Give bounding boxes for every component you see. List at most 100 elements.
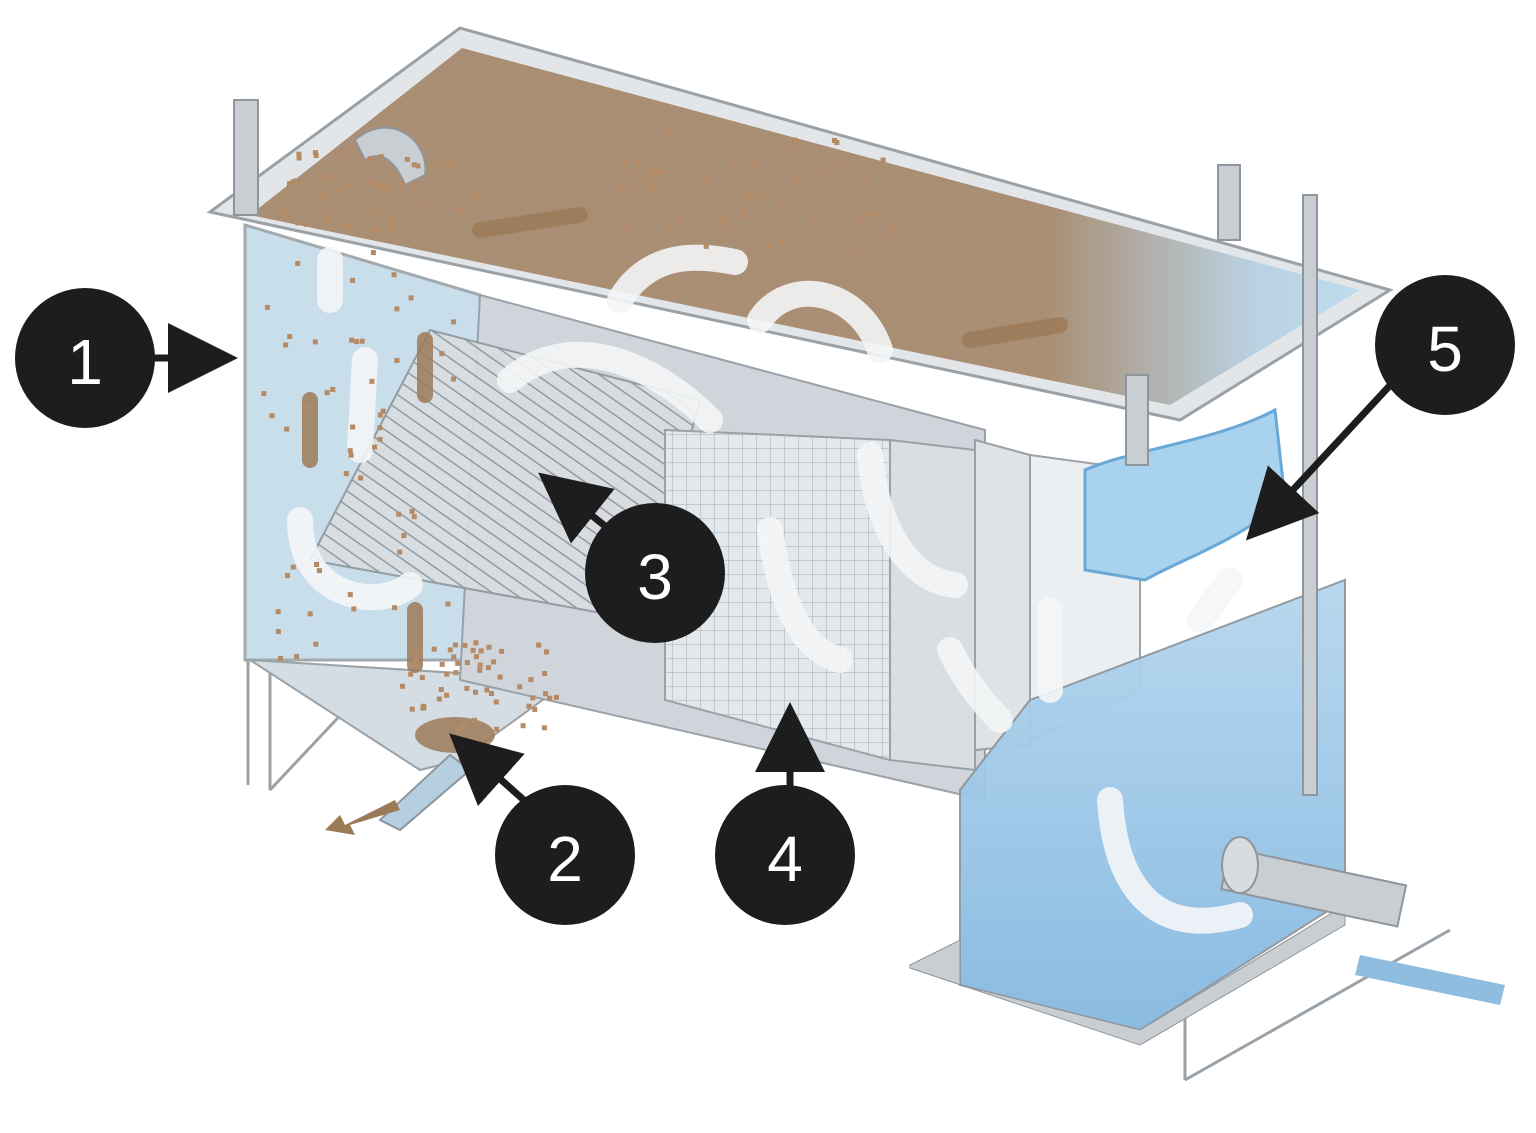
sediment-particle <box>517 684 523 690</box>
sediment-particle <box>520 723 526 729</box>
sediment-particle <box>316 202 322 208</box>
sediment-particle <box>303 405 308 411</box>
sediment-particle <box>347 224 353 230</box>
sediment-particle <box>485 665 491 671</box>
sediment-particle <box>890 225 896 231</box>
sediment-particle <box>448 161 454 167</box>
sediment-particle <box>287 181 292 187</box>
sediment-particle <box>654 169 660 175</box>
sediment-particle <box>862 179 868 185</box>
sediment-particle <box>333 178 339 184</box>
callout-5: 5 <box>1375 275 1515 415</box>
sediment-particle <box>367 180 373 186</box>
sediment-particle <box>748 233 754 239</box>
sediment-particle <box>349 337 355 343</box>
sediment-particle <box>368 156 374 161</box>
sediment-particle <box>335 189 341 195</box>
sediment-particle <box>667 225 673 231</box>
sediment-particle <box>477 667 483 673</box>
sediment-particle <box>324 390 330 396</box>
vent-pipes <box>233 99 1318 796</box>
sediment-particle <box>553 694 559 700</box>
sediment-particle <box>780 200 786 206</box>
sediment-particle <box>460 723 466 728</box>
sediment-particle <box>413 652 419 658</box>
sediment-particle <box>377 437 383 442</box>
sediment-particle <box>451 376 456 382</box>
sediment-particle <box>444 671 450 677</box>
sediment-particle <box>748 192 754 197</box>
sediment-particle <box>295 261 301 266</box>
sediment-particle <box>750 160 756 166</box>
sediment-particle <box>477 662 483 668</box>
sediment-particle <box>317 174 323 180</box>
sediment-particle <box>285 573 290 579</box>
sediment-particle <box>438 687 444 692</box>
sediment-particle <box>350 277 356 283</box>
sediment-particle <box>536 642 542 648</box>
sediment-particle <box>438 160 444 166</box>
sediment-particle <box>740 214 746 220</box>
sediment-particle <box>452 642 458 648</box>
sediment-particle <box>369 378 375 384</box>
sediment-particle <box>889 234 894 240</box>
flow-arrows <box>287 244 1253 934</box>
sediment-particle <box>544 649 549 655</box>
sediment-particle <box>628 189 634 195</box>
sediment-particle <box>623 159 629 165</box>
sediment-particle <box>731 164 737 170</box>
sediment-particle <box>370 250 376 256</box>
callout-1: 1 <box>15 288 155 428</box>
sediment-particle <box>470 647 476 653</box>
sediment-particle <box>473 640 479 646</box>
sediment-particle <box>645 183 651 189</box>
callout-2: 2 <box>495 785 635 925</box>
sediment-particle <box>453 670 459 676</box>
sediment-particle <box>370 209 376 215</box>
sediment-particle <box>294 654 300 659</box>
sediment-particle <box>834 140 840 145</box>
sediment-particle <box>478 648 484 654</box>
sediment-particle <box>358 475 364 481</box>
sediment-particle <box>326 209 332 215</box>
sediment-particle <box>644 166 650 172</box>
sediment-particle <box>624 224 630 230</box>
sediment-particle <box>532 706 538 712</box>
sediment-particle <box>720 218 726 224</box>
sediment-particle <box>444 692 450 698</box>
sediment-particle <box>307 611 313 617</box>
sludge-outflow-arrow <box>325 800 400 835</box>
sediment-particle <box>451 319 457 325</box>
sediment-particle <box>838 160 844 166</box>
sediment-particle <box>486 644 492 650</box>
sediment-particle <box>380 408 386 414</box>
sediment-particle <box>397 549 403 555</box>
sediment-particle <box>330 387 336 392</box>
sediment-particle <box>375 183 381 189</box>
sediment-particle <box>354 339 360 345</box>
sediment-particle <box>347 592 353 598</box>
sediment-particle <box>290 564 296 570</box>
water-surface <box>250 48 1360 405</box>
sediment-particle <box>464 660 470 666</box>
sediment-particle <box>377 412 383 418</box>
sediment-particle <box>326 173 332 179</box>
sediment-particle <box>277 656 283 661</box>
sediment-particle <box>343 471 349 477</box>
sediment-particle <box>359 338 365 344</box>
sediment-particle <box>423 201 429 207</box>
sediment-particle <box>261 391 267 397</box>
sediment-particle <box>347 448 353 454</box>
sediment-particle <box>296 155 302 161</box>
sediment-particle <box>437 223 443 229</box>
sediment-particle <box>542 671 548 676</box>
sediment-particle <box>446 164 451 170</box>
sediment-particle <box>737 157 743 162</box>
sediment-particle <box>648 179 654 185</box>
sediment-particle <box>676 217 682 223</box>
sediment-particle <box>343 151 348 157</box>
sediment-particle <box>409 706 415 712</box>
sediment-particle <box>455 660 461 666</box>
sediment-particle <box>439 351 445 357</box>
sediment-particle <box>313 641 319 647</box>
